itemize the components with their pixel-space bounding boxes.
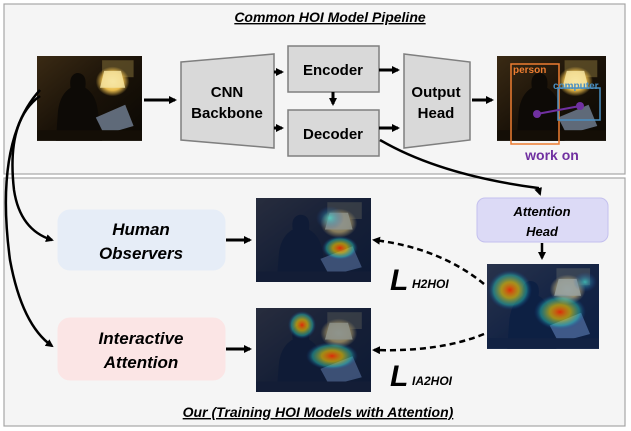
result-image: person computer [497, 56, 606, 145]
interactive-attention-label-line1: Interactive [98, 329, 183, 348]
interactive-attention-box [57, 317, 226, 381]
loss-arrow-h2hoi [372, 236, 485, 285]
interactive-attention-label-line2: Attention [103, 353, 179, 372]
output-head-label-line1: Output [411, 84, 460, 101]
cnn-backbone-label-line1: CNN [211, 84, 244, 101]
loss-h2hoi-symbol: L [390, 264, 408, 297]
human-observers-label-line1: Human [112, 220, 170, 239]
interaction-label: work on [524, 147, 579, 163]
cnn-backbone-label-line2: Backbone [191, 105, 263, 122]
loss-ia2hoi-subscript: IA2HOI [412, 374, 453, 388]
top-section-title: Common HOI Model Pipeline [234, 9, 426, 25]
encoder-label: Encoder [303, 62, 363, 79]
person-center-dot [533, 110, 541, 118]
input-image [37, 56, 142, 141]
loss-h2hoi-subscript: H2HOI [412, 277, 449, 291]
output-head-label-line2: Head [418, 105, 455, 122]
person-label: person [513, 65, 546, 76]
arrow-decoder-to-attention-head [379, 138, 542, 196]
predicted-attention-heatmap-image [487, 264, 599, 349]
object-bbox [557, 87, 601, 121]
decoder-block [287, 109, 380, 157]
cnn-backbone-block [180, 53, 275, 149]
decoder-label: Decoder [303, 126, 363, 143]
human-observers-heatmap-image [256, 198, 371, 282]
object-center-dot [576, 102, 584, 110]
loss-ia2hoi-symbol: L [390, 360, 408, 393]
attention-head-label-line2: Head [526, 224, 559, 239]
human-observers-label-line2: Observers [99, 244, 183, 263]
encoder-block [287, 45, 380, 93]
bottom-section-title: Our (Training HOI Models with Attention) [183, 404, 454, 420]
attention-head-box [476, 197, 609, 243]
loss-arrow-ia2hoi [372, 332, 485, 355]
output-head-block [403, 53, 471, 149]
object-label: computer [553, 81, 599, 92]
interactive-attention-heatmap-image [256, 308, 371, 392]
attention-head-label-line1: Attention [512, 204, 570, 219]
arrow-input-to-interactive-attention [4, 89, 54, 348]
human-observers-box [57, 209, 226, 271]
interaction-line [536, 105, 581, 115]
person-bbox [510, 63, 560, 145]
